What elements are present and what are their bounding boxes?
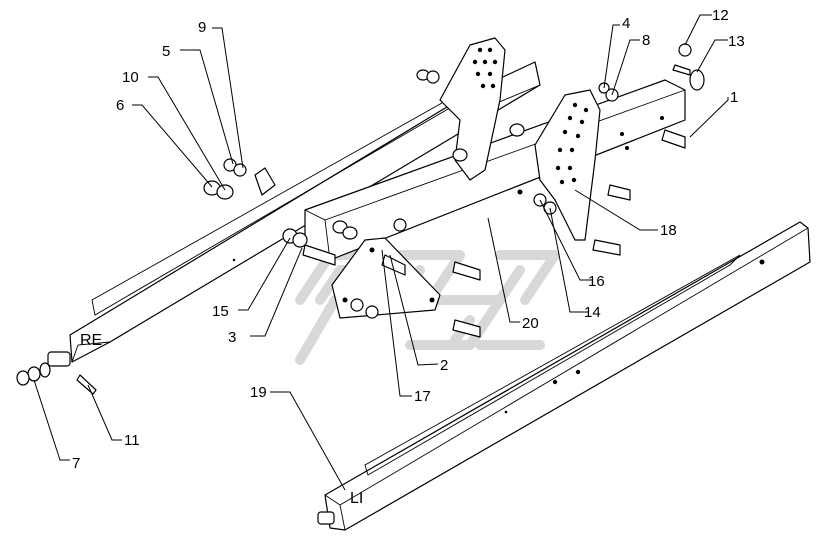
left-side-label: LI: [350, 490, 363, 507]
callout-18: 18: [660, 222, 677, 239]
callout-2: 2: [440, 357, 448, 374]
callout-1: 1: [730, 89, 738, 106]
left-side-arm: [317, 221, 811, 531]
callout-8: 8: [642, 32, 650, 49]
fasteners: [203, 43, 705, 338]
callout-3: 3: [228, 329, 236, 346]
callout-19: 19: [250, 384, 267, 401]
callout-20: 20: [522, 315, 539, 332]
callout-12: 12: [712, 7, 729, 24]
callout-5: 5: [162, 43, 170, 60]
cross-bar-assembly: [254, 37, 686, 319]
callout-16: 16: [588, 273, 605, 290]
callout-10: 10: [122, 69, 139, 86]
callout-9: 9: [198, 19, 206, 36]
callout-15: 15: [212, 303, 229, 320]
callout-14: 14: [584, 304, 601, 321]
callout-13: 13: [728, 33, 745, 50]
callout-11: 11: [124, 432, 140, 449]
right-side-label: RE: [80, 332, 102, 349]
callout-17: 17: [414, 388, 431, 405]
callout-4: 4: [622, 15, 630, 32]
callout-7: 7: [72, 455, 80, 472]
leader-lines: [33, 14, 729, 491]
callout-6: 6: [116, 97, 124, 114]
